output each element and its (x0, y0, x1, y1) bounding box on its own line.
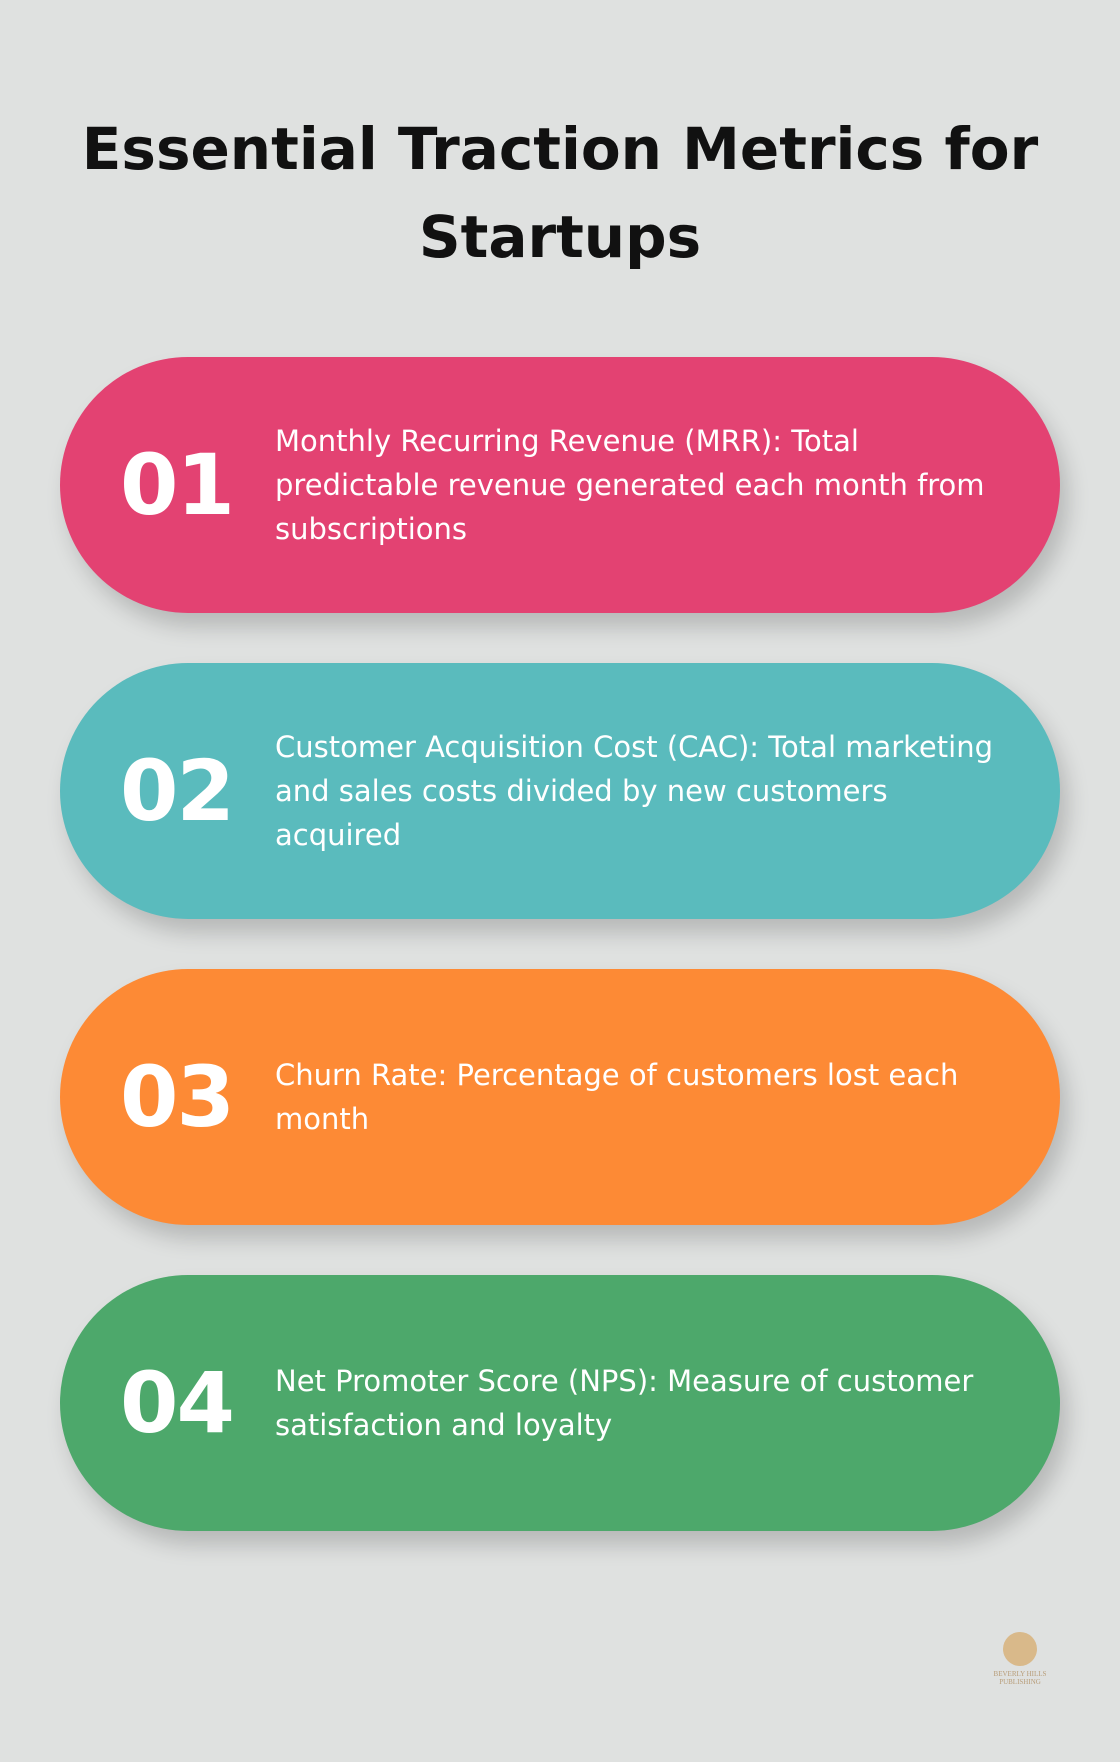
publisher-logo: BEVERLY HILLS PUBLISHING (985, 1632, 1055, 1686)
metric-text: Monthly Recurring Revenue (MRR): Total p… (275, 424, 985, 546)
metric-card-nps: 04 Net Promoter Score (NPS): Measure of … (60, 1275, 1060, 1531)
page-title: Essential Traction Metrics for Startups (81, 115, 1039, 271)
metric-number: 01 (120, 436, 235, 534)
metric-number: 03 (120, 1048, 235, 1146)
metric-card-churn: 03 Churn Rate: Percentage of customers l… (60, 969, 1060, 1225)
metric-number: 04 (120, 1354, 235, 1452)
metric-text: Net Promoter Score (NPS): Measure of cus… (275, 1364, 974, 1442)
logo-emblem-icon (1003, 1632, 1037, 1666)
metric-card-mrr: 01 Monthly Recurring Revenue (MRR): Tota… (60, 357, 1060, 613)
metric-card-cac: 02 Customer Acquisition Cost (CAC): Tota… (60, 663, 1060, 919)
logo-text: BEVERLY HILLS PUBLISHING (993, 1670, 1047, 1686)
metric-number: 02 (120, 742, 235, 840)
metric-text: Churn Rate: Percentage of customers lost… (275, 1058, 959, 1136)
metric-text: Customer Acquisition Cost (CAC): Total m… (275, 730, 993, 852)
